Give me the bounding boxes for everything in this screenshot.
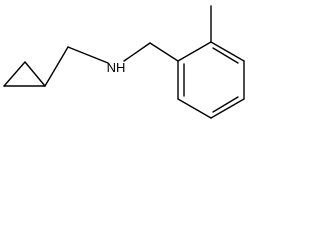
bond: [67, 46, 109, 64]
bond: [177, 41, 212, 62]
bond: [210, 98, 245, 119]
bond: [123, 42, 151, 62]
bond: [177, 98, 212, 119]
benzene-ring: [177, 41, 245, 119]
bond: [210, 41, 245, 62]
bond: [3, 61, 26, 87]
bond: [149, 42, 179, 62]
cyclopropyl-ring: [3, 61, 46, 87]
amine-label: NH: [107, 60, 126, 75]
double-bond-inner: [212, 47, 239, 64]
bond: [44, 46, 69, 87]
double-bond-inner: [212, 96, 239, 113]
molecule-structure: NH: [3, 5, 245, 119]
bond: [24, 61, 46, 87]
amine-chain: [44, 42, 179, 87]
